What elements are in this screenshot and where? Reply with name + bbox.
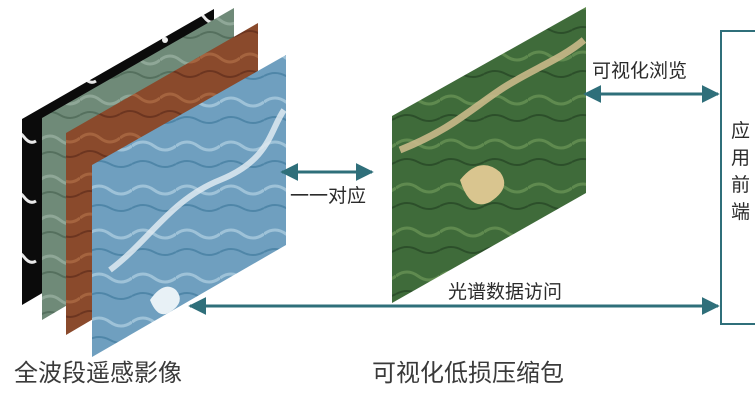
rgb-preview-image	[392, 7, 586, 303]
app-frontend-char-4: 端	[731, 201, 751, 223]
browse-label: 可视化浏览	[590, 60, 690, 82]
rgb-preview-patch	[460, 165, 505, 205]
band-stack	[22, 8, 287, 357]
caption-compressed: 可视化低损压缩包	[372, 359, 564, 387]
rgb-preview	[392, 7, 587, 303]
mapping-label: 一一对应	[288, 185, 369, 207]
spectral-label: 光谱数据访问	[446, 281, 565, 303]
app-frontend-char-1: 应	[731, 120, 751, 142]
rgb-preview-river	[398, 37, 587, 154]
band-image-blue-river	[108, 108, 287, 273]
app-frontend-char-2: 用	[731, 147, 751, 169]
caption-full-band: 全波段遥感影像	[14, 359, 182, 387]
app-frontend-char-3: 前	[731, 174, 751, 196]
app-frontend-box	[720, 30, 755, 325]
band-image-blue-patch	[150, 286, 180, 315]
band-image-blue	[92, 55, 286, 357]
